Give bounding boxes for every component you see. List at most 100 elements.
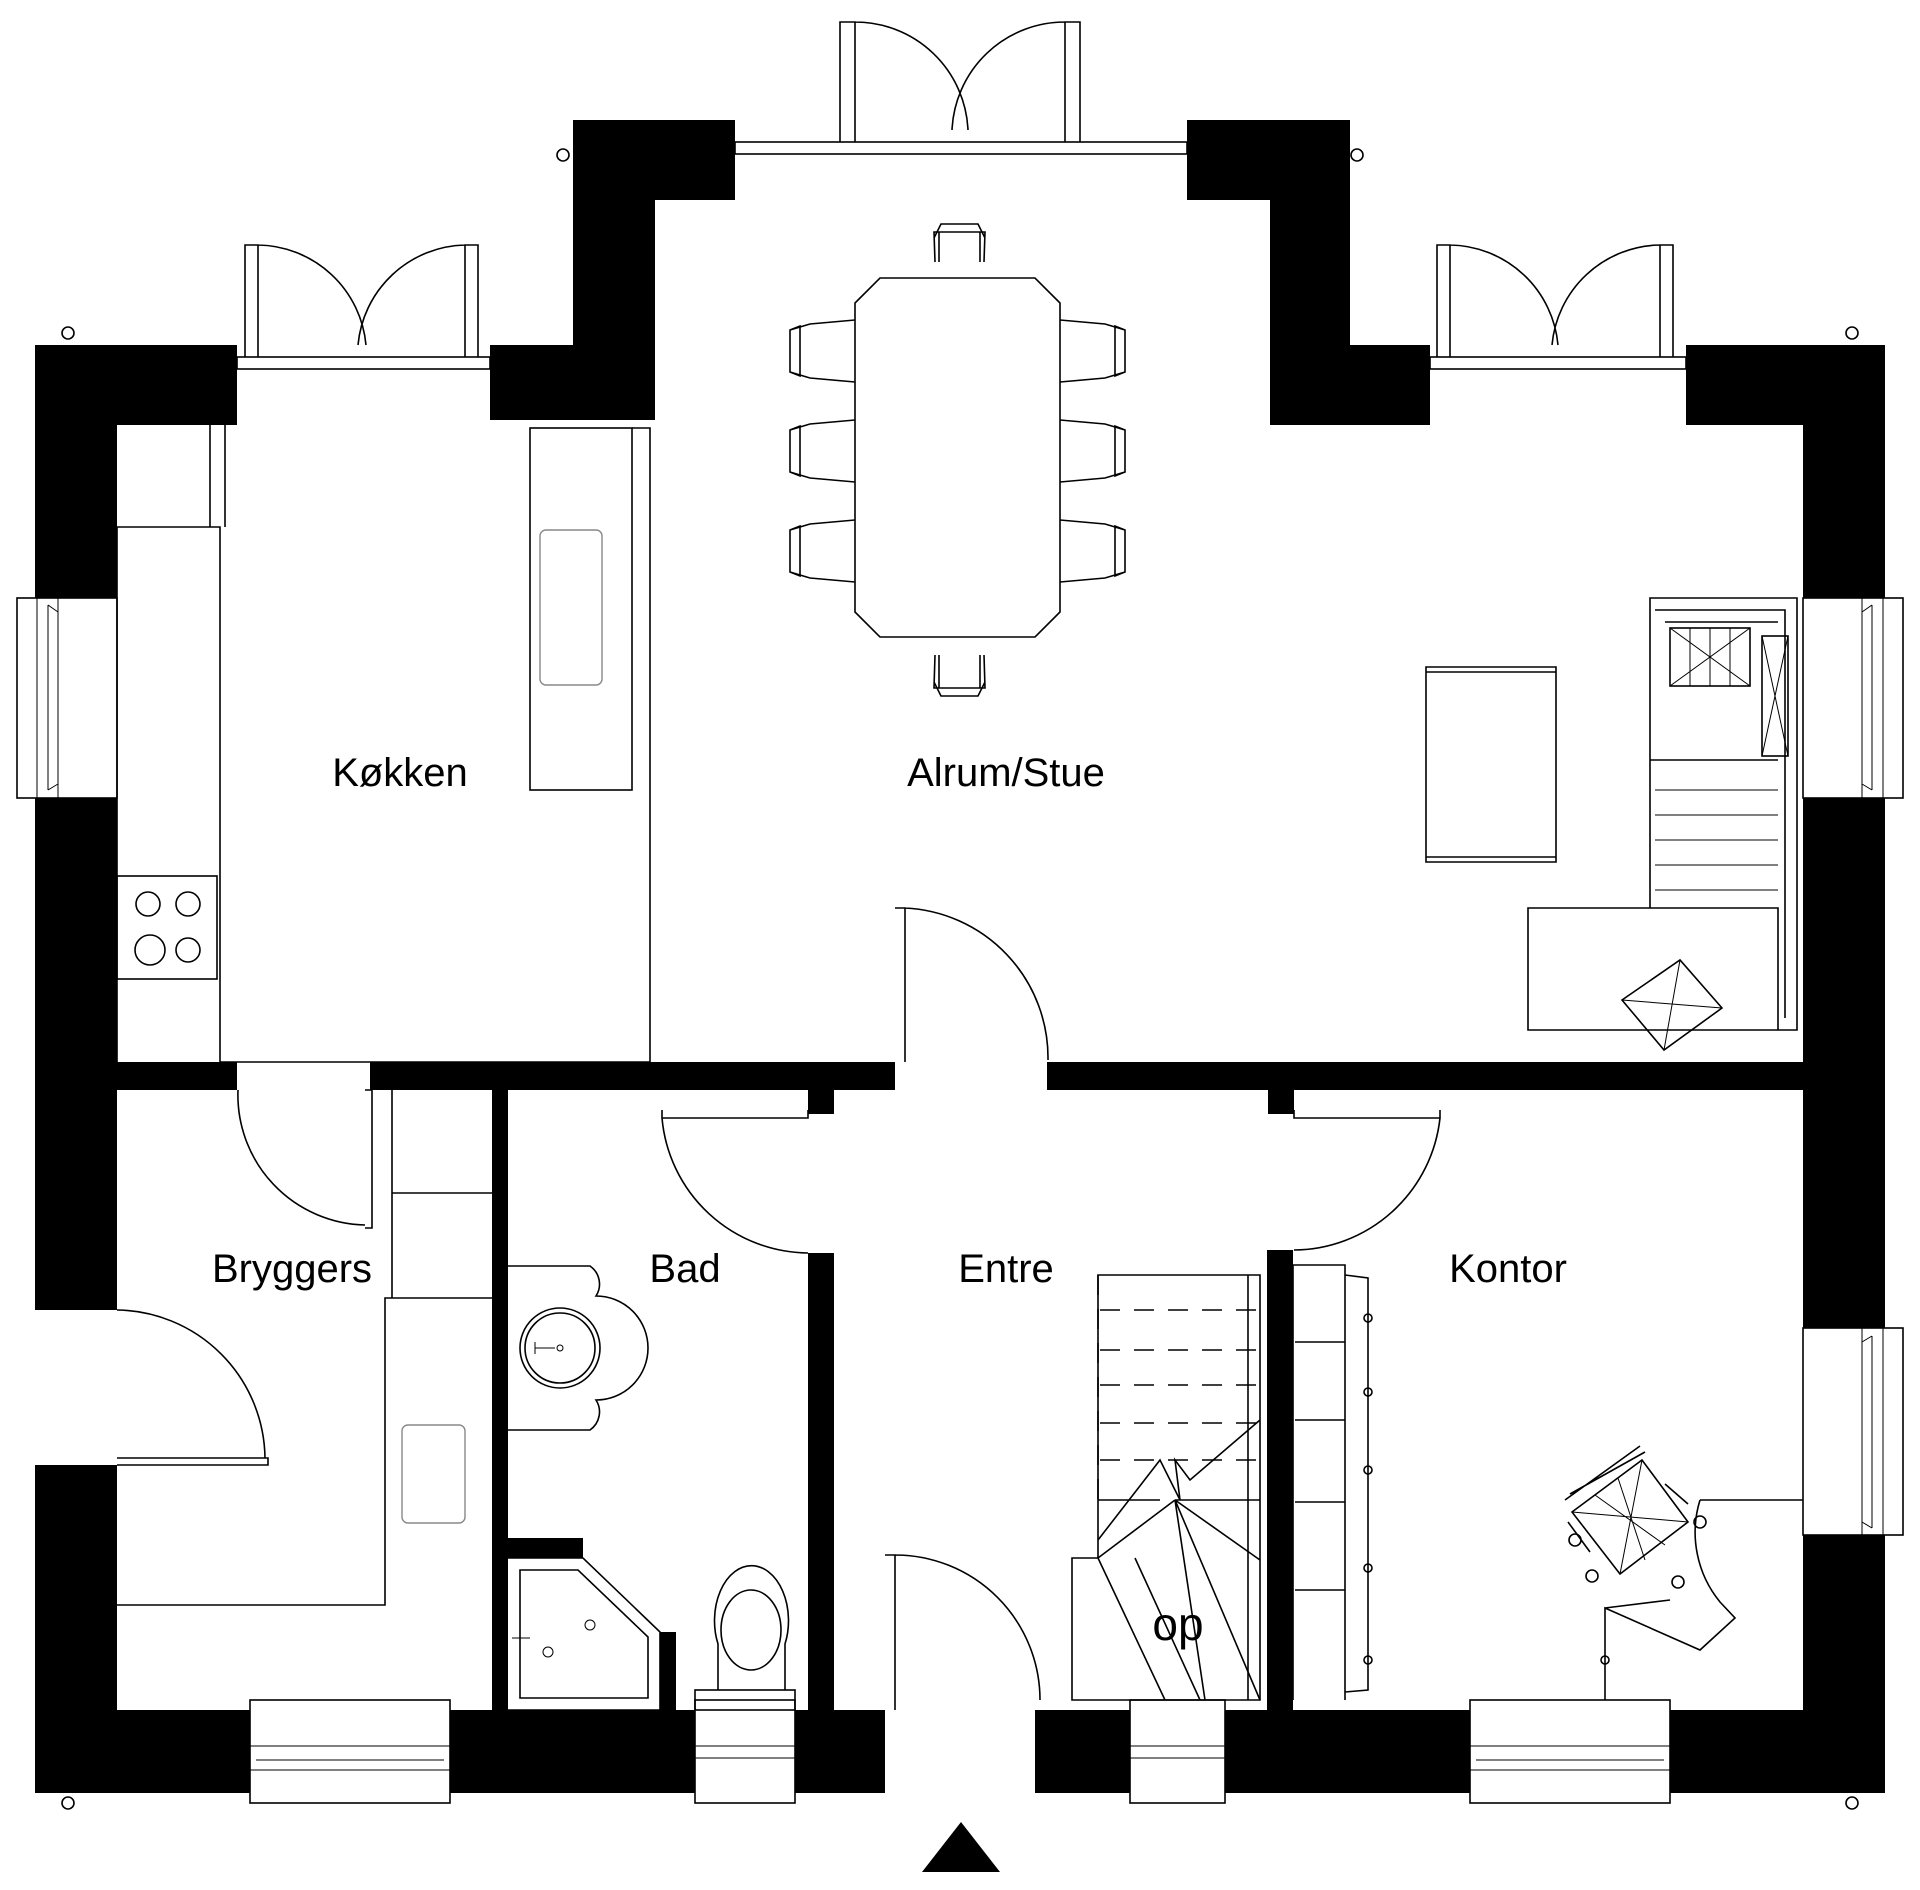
toilet-seat (720, 1589, 782, 1671)
window-bottom-bryggers (249, 1699, 451, 1804)
hall: Entre op (922, 1247, 1261, 1872)
door-kitchen-bryggers (237, 1089, 373, 1229)
door-entrance (885, 1554, 1041, 1710)
chair-icon (1059, 519, 1126, 583)
kitchen-counter (116, 425, 226, 1062)
chair-icon (933, 654, 986, 697)
shower-drain-icon (584, 1619, 596, 1631)
utility-counter (117, 1297, 492, 1606)
window-bottom-bad (694, 1699, 796, 1804)
wall-int-h-3 (1047, 1062, 1803, 1090)
sofa-cushion-pattern (1621, 959, 1723, 1051)
wall-int-h-1 (117, 1062, 237, 1090)
utility-sink (401, 1424, 466, 1524)
entrance-triangle-icon (922, 1822, 1000, 1872)
sofa-slats (1655, 789, 1778, 891)
stair-direction-arrow (1097, 1419, 1261, 1541)
shelf-knob (1363, 1465, 1373, 1475)
office-bookshelf (1292, 1264, 1369, 1700)
stair-label: op (1152, 1598, 1203, 1650)
toilet-cistern (694, 1689, 796, 1711)
chair-icon (1059, 319, 1126, 383)
sofa (1527, 597, 1798, 1031)
shelf-knob (1363, 1655, 1373, 1665)
cooktop (116, 875, 218, 980)
office-chair-wheel (1671, 1575, 1685, 1589)
room-label-bath: Bad (649, 1247, 720, 1291)
wall-int-h-2 (370, 1062, 895, 1090)
office-chair-wheel (1568, 1533, 1582, 1547)
window-bottom-bryggers-detail (250, 1745, 450, 1771)
wall-shower-top (508, 1538, 583, 1558)
wall-bottom-1 (35, 1710, 250, 1793)
chair-icon (1059, 419, 1126, 483)
french-door-top-left (244, 244, 479, 357)
chair-icon (933, 223, 986, 263)
window-left-kitchen (16, 597, 118, 799)
wall-bottom-2 (450, 1710, 695, 1793)
wall-bottom-3 (795, 1710, 885, 1793)
window-bottom-kontor-detail (1470, 1745, 1670, 1771)
burner-icon (175, 891, 201, 917)
washbasin (519, 1307, 601, 1389)
sofa-cushion (1761, 635, 1789, 757)
french-door-top-right (1436, 244, 1674, 357)
window-bottom-entre (1129, 1699, 1226, 1804)
living-room: Alrum/Stue (789, 223, 1798, 1052)
wall-right-upper (1686, 345, 1885, 598)
wall-bottom-6 (1670, 1710, 1885, 1793)
room-label-living: Alrum/Stue (907, 751, 1105, 795)
shower-tray (519, 1569, 649, 1699)
window-left-kitchen-detail (36, 598, 59, 798)
window-right-office-detail (1861, 1328, 1884, 1535)
wall-int-v-bryggers (492, 1090, 508, 1710)
office-chair-pattern (1571, 1459, 1689, 1575)
chair-icon (789, 319, 856, 383)
utility-cabinets (391, 1090, 492, 1298)
corner-marker (61, 326, 75, 340)
wall-right-mid (1803, 798, 1885, 1328)
burner-icon (135, 891, 161, 917)
bathroom: Bad (508, 1247, 796, 1711)
window-right-office (1802, 1327, 1904, 1536)
washbasin-inner (524, 1312, 596, 1384)
chair-icon (789, 419, 856, 483)
burner-icon (134, 934, 166, 966)
kitchen-sink (539, 529, 603, 686)
window-bottom-entre-detail (1130, 1745, 1225, 1759)
room-label-kitchen: Køkken (332, 751, 468, 795)
sofa-cushion-pattern (1761, 635, 1789, 757)
corner-marker (61, 1796, 75, 1810)
wall-top-left-bump (490, 120, 735, 420)
corner-marker (1845, 326, 1859, 340)
shelf-knob (1363, 1563, 1373, 1573)
windows-bottom (249, 1699, 1671, 1804)
wall-stub-bath (808, 1090, 834, 1114)
drain-icon (556, 1344, 564, 1352)
office-chair (1564, 1445, 1707, 1589)
window-sill-top-center (734, 141, 1188, 155)
tap-icon (534, 1342, 555, 1354)
wall-top-right-bump (1187, 120, 1430, 425)
wall-stub-office (1268, 1090, 1294, 1114)
wall-bottom-4 (1035, 1710, 1130, 1793)
shower (508, 1557, 661, 1711)
doors (116, 907, 1441, 1710)
window-bottom-bad-detail (695, 1745, 795, 1759)
kitchen-partition (220, 427, 651, 1063)
shower-tap-knob (542, 1646, 554, 1658)
office: Kontor (1292, 1247, 1803, 1700)
office-chair-back (1564, 1445, 1646, 1501)
corner-marker (556, 148, 570, 162)
dining-table (854, 277, 1061, 638)
utility-room: Bryggers (117, 1090, 492, 1606)
corner-markers (61, 148, 1859, 1810)
room-label-hall: Entre (958, 1247, 1054, 1291)
window-sill-top-left (236, 356, 491, 370)
dining-chairs-right (1059, 319, 1126, 583)
wall-shower-right (660, 1632, 676, 1710)
burner-icon (175, 937, 201, 963)
kitchen-island (529, 427, 633, 791)
shower-tap-icon (512, 1632, 530, 1650)
